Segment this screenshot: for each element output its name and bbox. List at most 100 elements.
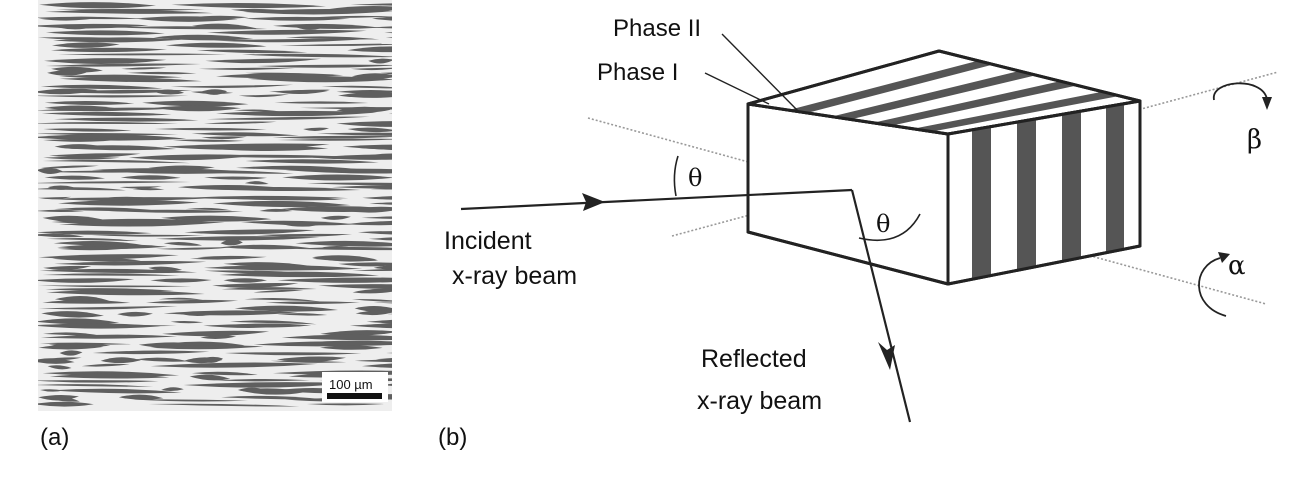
grain <box>38 95 189 98</box>
phase-ii-stripe-side <box>1017 119 1036 271</box>
grain <box>42 159 191 164</box>
phase-ii-stripe-side <box>1062 111 1081 262</box>
grain <box>355 310 392 316</box>
grain <box>354 306 392 313</box>
phase-ii-stripe-top <box>872 81 1079 126</box>
grain <box>256 233 353 237</box>
grain <box>351 299 392 302</box>
grain <box>38 285 192 288</box>
grain <box>331 184 392 189</box>
grain <box>215 378 311 382</box>
phase-ii-stripe-top <box>789 61 995 113</box>
micrograph-grains <box>38 2 435 407</box>
grain <box>220 239 243 246</box>
grain <box>318 284 392 289</box>
grain <box>132 188 165 191</box>
grain <box>41 111 172 116</box>
grain <box>161 387 184 391</box>
scale-bar <box>327 393 382 399</box>
grain <box>47 365 72 370</box>
grain <box>38 384 154 387</box>
grain <box>150 278 212 283</box>
grain <box>244 16 351 21</box>
grain <box>296 26 321 30</box>
grain <box>368 237 392 241</box>
axis-alpha-line <box>587 117 1267 305</box>
incident-beam-arrowhead <box>582 193 605 211</box>
grain <box>191 132 299 137</box>
grain <box>397 117 435 120</box>
grain <box>148 266 183 272</box>
grain <box>49 373 170 379</box>
theta-symbol-incident: θ <box>688 164 702 192</box>
grain <box>198 67 295 70</box>
grain <box>388 113 392 114</box>
grain <box>380 72 392 75</box>
grain <box>44 101 135 106</box>
grain <box>54 260 207 266</box>
grain <box>43 332 102 336</box>
grain <box>148 403 300 407</box>
reflected-beam <box>850 189 912 423</box>
grain <box>42 300 131 304</box>
grain <box>52 257 141 262</box>
panel-a-label: (a) <box>40 424 69 451</box>
grain <box>386 352 392 354</box>
alpha-rotation-arrowhead <box>1218 252 1230 263</box>
grain <box>368 58 392 64</box>
grain <box>43 138 128 142</box>
grain <box>170 84 294 89</box>
grain <box>387 313 392 315</box>
grain <box>38 401 94 407</box>
grain <box>350 3 392 6</box>
grain <box>244 297 320 302</box>
grain <box>321 85 392 89</box>
grain <box>135 16 238 22</box>
grain <box>46 197 216 201</box>
grain <box>385 37 392 38</box>
grain <box>243 8 392 15</box>
grain <box>38 230 152 235</box>
grain <box>336 121 392 127</box>
phase-ii-stripe-side <box>1106 104 1124 253</box>
grain <box>206 29 367 35</box>
grain <box>39 268 198 274</box>
grain <box>373 264 392 270</box>
grain <box>189 374 231 381</box>
grain <box>256 64 392 68</box>
phase-ii-stripes-side <box>972 104 1124 279</box>
grain <box>196 49 308 54</box>
grain <box>282 174 392 181</box>
grain <box>253 341 392 347</box>
panel-a: 100 µm (a) <box>38 0 435 451</box>
grain <box>306 15 392 19</box>
grain <box>201 136 247 140</box>
grain <box>277 277 392 283</box>
reflected-label-line1: Reflected <box>701 345 807 373</box>
grain <box>381 383 392 386</box>
grain <box>51 397 80 402</box>
beta-rotation-arrowhead <box>1262 97 1272 110</box>
grain <box>44 170 141 173</box>
grain <box>152 170 294 174</box>
grain <box>185 207 233 211</box>
grain <box>38 181 191 184</box>
grain <box>135 357 189 362</box>
grain <box>43 265 92 270</box>
grain <box>183 382 351 388</box>
grain <box>38 323 161 329</box>
grain <box>50 47 168 53</box>
grain <box>172 139 245 142</box>
grain <box>206 116 370 120</box>
grain <box>352 289 392 294</box>
grain <box>219 271 380 278</box>
grain <box>59 74 183 79</box>
grain <box>191 371 258 376</box>
grain <box>272 135 392 139</box>
grain <box>38 344 104 350</box>
grain <box>128 154 255 161</box>
alpha-rotation-arrow <box>1198 257 1227 317</box>
grain <box>347 46 392 53</box>
grain <box>234 305 339 312</box>
grain <box>373 302 392 304</box>
